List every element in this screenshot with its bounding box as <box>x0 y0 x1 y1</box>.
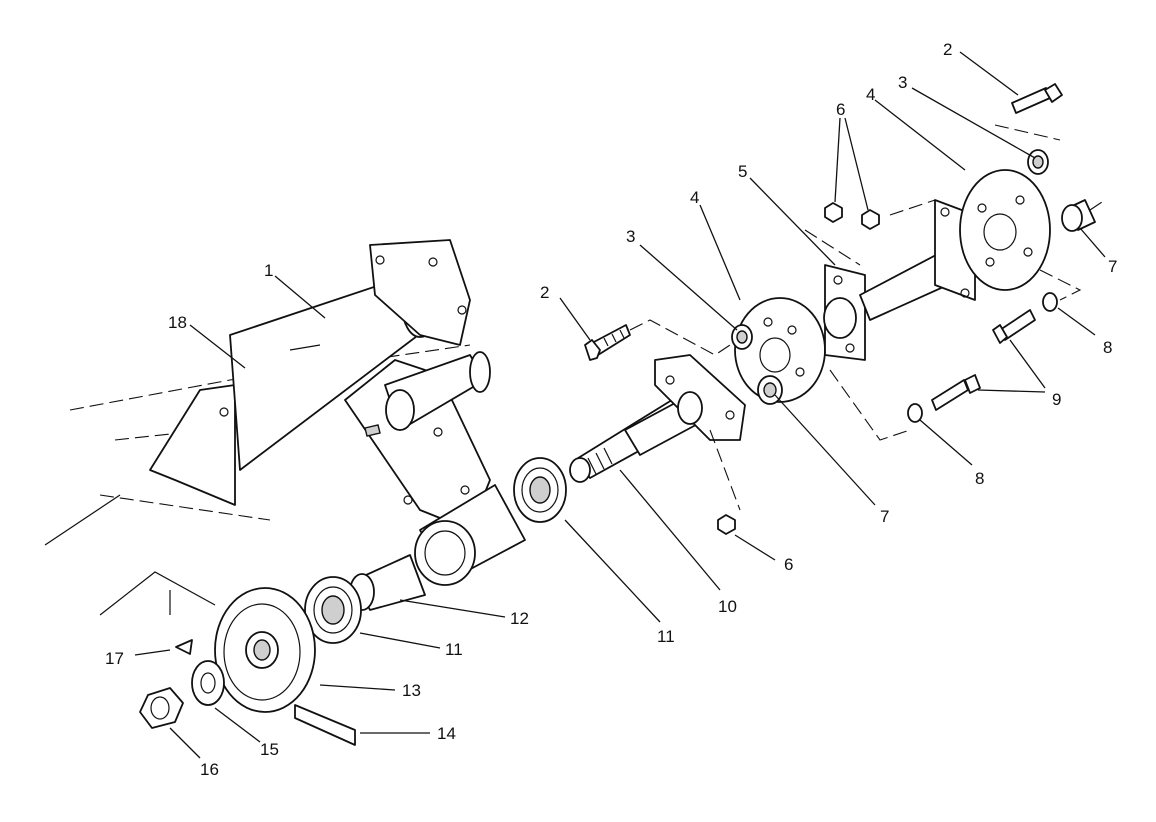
leader-1 <box>274 275 326 319</box>
callout-8-right: 8 <box>1103 338 1112 357</box>
callout-4-left: 4 <box>690 188 699 207</box>
callout-4-right: 4 <box>866 85 875 104</box>
roller-7-right <box>1061 199 1106 232</box>
callout-10: 10 <box>718 597 737 616</box>
callout-6-lower: 6 <box>784 555 793 574</box>
callout-2-left: 2 <box>540 283 549 302</box>
bolts-9 <box>931 309 1036 411</box>
bolt-2-left <box>584 319 731 361</box>
roller-7-left <box>757 375 783 405</box>
flange-plate-4-right <box>959 169 1051 291</box>
bracket-tube-5 <box>804 199 976 361</box>
leader-8-right <box>1057 307 1096 336</box>
leader-5 <box>749 177 836 266</box>
callout-9: 9 <box>1052 390 1061 409</box>
callout-13: 13 <box>402 681 421 700</box>
callout-18: 18 <box>168 313 187 332</box>
washer-15 <box>191 660 225 706</box>
leader-7-left <box>774 394 876 506</box>
leader-15 <box>214 707 261 743</box>
callout-7-left: 7 <box>880 507 889 526</box>
callout-8-lower: 8 <box>975 469 984 488</box>
callout-1: 1 <box>264 261 273 280</box>
callout-3-right: 3 <box>898 73 907 92</box>
leader-8-lower <box>919 419 973 466</box>
nut-6-lower <box>709 429 741 535</box>
frame-tube-assembly <box>44 239 526 616</box>
leader-6-lower <box>734 534 776 561</box>
flange-plate-4-left <box>734 297 826 403</box>
callout-3-left: 3 <box>626 227 635 246</box>
leader-6b <box>844 117 869 211</box>
leader-11-lower <box>359 632 441 649</box>
nuts-6-top <box>824 202 880 230</box>
spacer-3-left <box>731 324 753 350</box>
callout-12: 12 <box>510 609 529 628</box>
callout-5: 5 <box>738 162 747 181</box>
leader-3-right <box>911 87 1036 159</box>
washers-8 <box>829 269 1082 441</box>
nut-16 <box>139 687 184 729</box>
pulley-13 <box>214 587 316 713</box>
leader-6a <box>834 117 841 203</box>
callout-16: 16 <box>200 760 219 779</box>
woodruff-key-17 <box>175 639 193 655</box>
callout-14: 14 <box>437 724 456 743</box>
callout-17: 17 <box>105 649 124 668</box>
bearing-11-upper <box>513 457 567 523</box>
leader-3-left <box>639 244 738 331</box>
key-14 <box>294 704 356 746</box>
leader-12 <box>399 599 506 618</box>
bolt-2-right <box>994 83 1063 141</box>
leader-2-left <box>559 297 591 341</box>
callout-11-lower: 11 <box>445 640 463 659</box>
leader-9a <box>1009 339 1046 389</box>
callout-11-upper: 11 <box>657 627 675 646</box>
leader-10 <box>619 469 721 591</box>
leader-9b <box>977 389 1046 393</box>
callout-2-right: 2 <box>943 40 952 59</box>
leader-4-left <box>699 204 741 301</box>
callout-7-right: 7 <box>1108 257 1117 276</box>
spacer-3-right <box>1027 149 1049 175</box>
callout-6-top: 6 <box>836 100 845 119</box>
leader-4-right <box>874 99 966 171</box>
leader-17 <box>134 649 171 656</box>
leader-13 <box>319 684 396 691</box>
shaft-10 <box>569 354 746 483</box>
leader-2-right <box>959 51 1019 96</box>
callout-15: 15 <box>260 740 279 759</box>
leader-11-upper <box>564 519 661 623</box>
leader-18 <box>189 324 246 369</box>
bearing-11-lower <box>304 576 362 644</box>
leader-16 <box>169 727 201 759</box>
leader-7-right <box>1079 227 1106 258</box>
callouts: 1 18 2 2 3 3 4 4 5 6 6 7 7 8 8 9 10 11 1… <box>105 40 1117 779</box>
